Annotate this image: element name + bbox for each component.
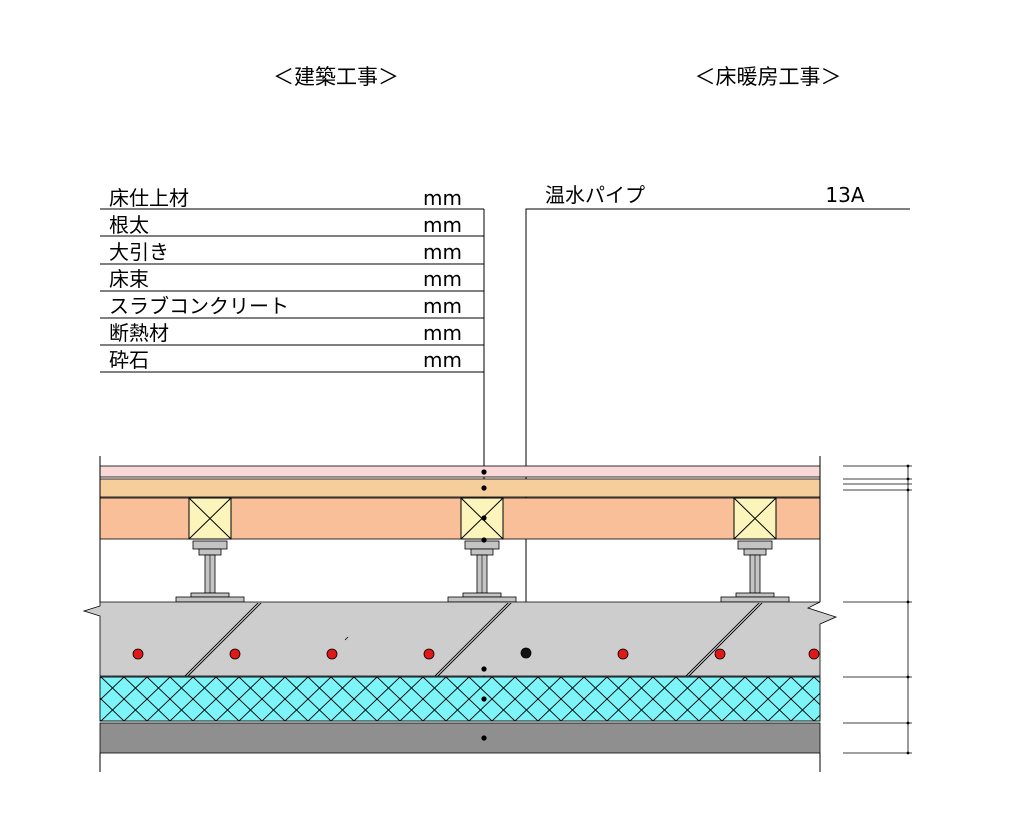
pipe-section: [229, 648, 241, 660]
pipe-label: 温水パイプ: [545, 183, 645, 207]
layer-label-joist: 根太: [109, 213, 149, 237]
layer-label-gravel: 砕石: [109, 348, 149, 372]
floor-post: [447, 540, 517, 603]
layer-label-slab: スラブコンクリート: [109, 294, 289, 318]
leader-marker-dots: [481, 469, 487, 741]
pipe-section: [326, 648, 338, 660]
timber-block: [733, 497, 777, 540]
layer-finish: [99, 465, 821, 478]
floor-post: [720, 540, 790, 603]
layer-unit-gravel: mm: [423, 348, 462, 372]
layer-unit-floor-post: mm: [423, 267, 462, 291]
pipe-section: [808, 648, 820, 660]
layer-unit-slab: mm: [423, 294, 462, 318]
layer-label-floor-post: 床束: [109, 267, 149, 291]
pipe-leader-line: [525, 208, 910, 652]
header-floor-heating: ＜床暖房工事＞: [695, 65, 842, 89]
dimension-line: [843, 465, 912, 754]
hot-water-pipes: [132, 647, 820, 660]
layer-slab: [82, 601, 838, 677]
layer-gravel: [99, 722, 821, 754]
slab-hatch-lines: [184, 603, 763, 676]
pipe-section: [714, 648, 726, 660]
layer-unit-finish: mm: [423, 186, 462, 210]
layer-label-finish: 床仕上材: [109, 186, 189, 210]
insulation-hatch: [99, 676, 821, 722]
pipe-section: [617, 648, 629, 660]
layer-label-sleeper: 大引き: [109, 240, 169, 264]
layer-label-insulation: 断熱材: [109, 321, 169, 345]
layer-unit-joist: mm: [423, 213, 462, 237]
layer-unit-insulation: mm: [423, 321, 462, 345]
pipe-section-highlighted: [520, 647, 532, 659]
timber-block: [188, 497, 232, 540]
layer-unit-sleeper: mm: [423, 240, 462, 264]
layer-joist: [99, 478, 821, 498]
layer-label-table: 床仕上材 mm 根太 mm 大引き mm 床束 mm スラブコンクリート mm …: [100, 186, 485, 720]
pipe-size: 13A: [825, 183, 864, 207]
pipe-section: [423, 648, 435, 660]
pipe-callout: 温水パイプ 13A: [525, 183, 910, 652]
floor-post: [175, 540, 245, 603]
slab-mark: [344, 636, 349, 641]
header-architecture: ＜建築工事＞: [273, 65, 399, 89]
dimension-ticks: [906, 464, 910, 755]
pipe-section: [132, 648, 144, 660]
floor-cross-section: [82, 456, 838, 772]
